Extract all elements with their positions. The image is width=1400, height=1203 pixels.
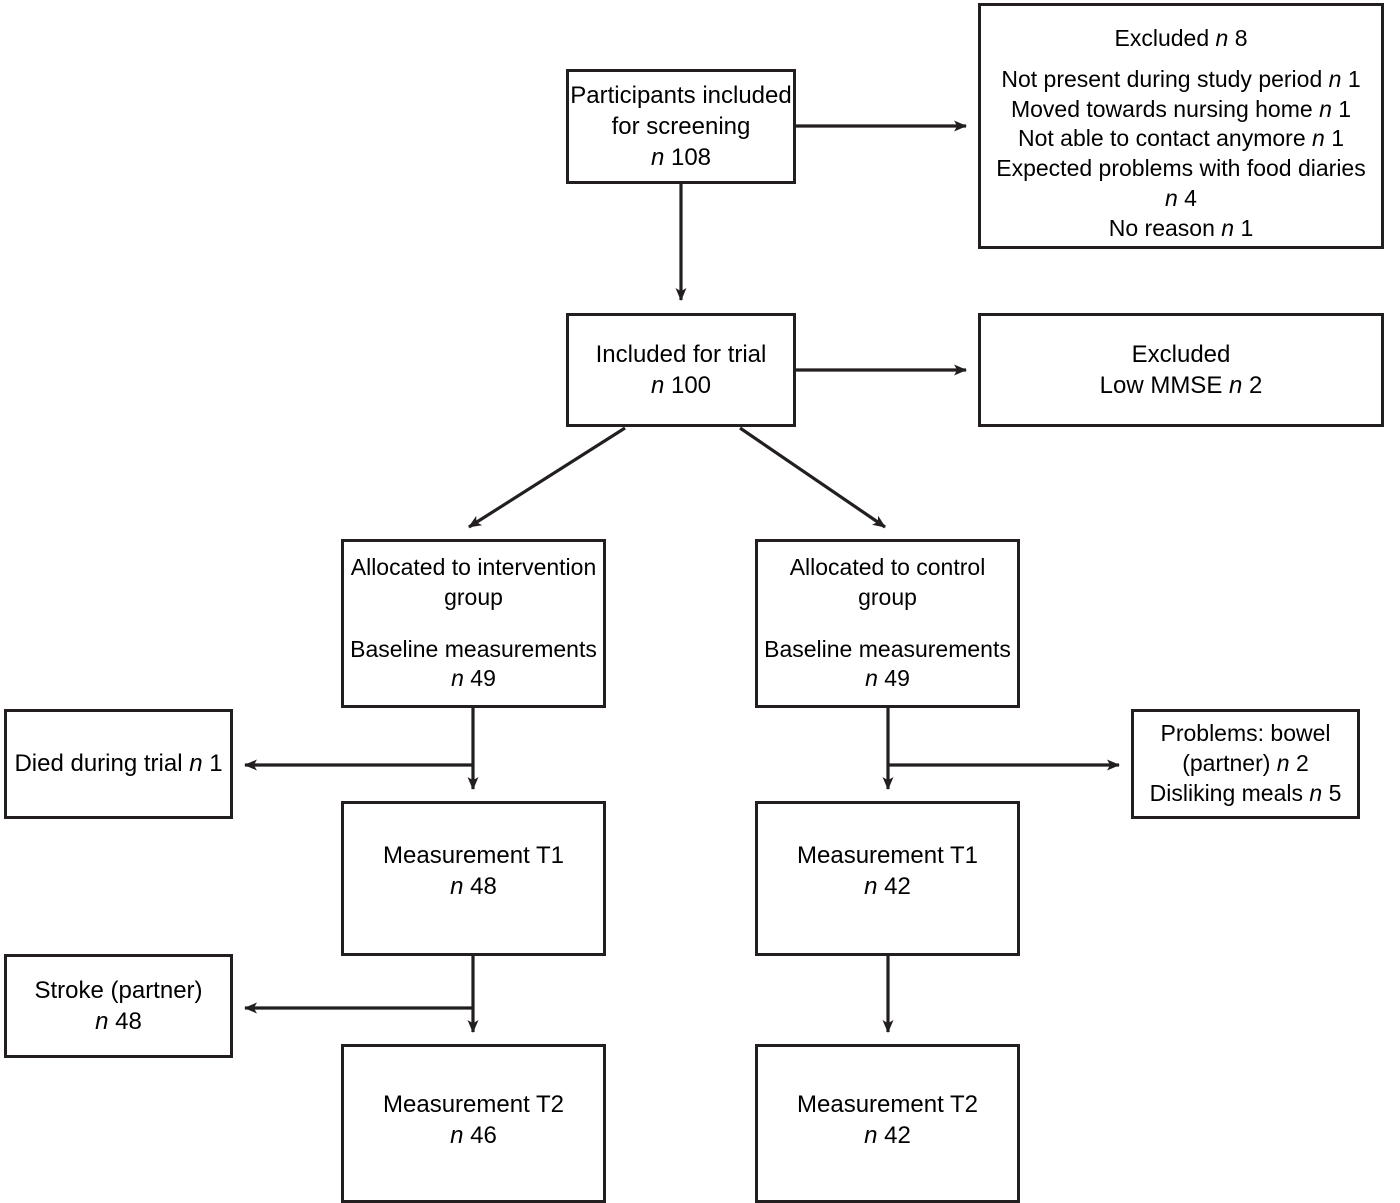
sample-size-symbol: n [451, 665, 464, 692]
node-line: Included for trial [595, 340, 767, 368]
node-line: n 48 [95, 1008, 142, 1035]
node-line: Stroke (partner) [34, 976, 203, 1004]
node-line: Not able to contact anymore n 1 [1017, 125, 1345, 152]
node-line: group [858, 583, 917, 610]
node-participants-screening: Participants included for screening n 108 [566, 69, 796, 184]
node-included-for-trial: Included for trial n 100 [566, 313, 796, 427]
node-line: Baseline measurements [350, 635, 597, 662]
sample-size-symbol: n [450, 873, 464, 901]
node-line: n 42 [864, 873, 911, 901]
node-line: n 108 [650, 144, 712, 172]
sample-size-symbol: n [1319, 95, 1332, 122]
node-stroke-partner: Stroke (partner) n 48 [4, 954, 233, 1058]
sample-size-symbol: n [1276, 750, 1290, 777]
node-line: Excluded [1131, 340, 1231, 368]
node-line: Measurement T2 [797, 1091, 978, 1118]
node-line: (partner) n 2 [1182, 750, 1309, 777]
node-line: n 4 [1165, 185, 1197, 212]
sample-size-symbol: n [1165, 185, 1178, 212]
node-measurement-t2-intervention: Measurement T2 n 46 [341, 1044, 606, 1203]
sample-size-symbol: n [1312, 125, 1325, 152]
node-line: Allocated to intervention [350, 553, 597, 580]
sample-size-symbol: n [1309, 779, 1323, 806]
sample-size-symbol: n [1229, 372, 1243, 399]
node-line: Low MMSE n 2 [1099, 372, 1263, 399]
node-line: Problems: bowel [1160, 720, 1331, 747]
node-line: group [444, 583, 503, 610]
node-measurement-t2-control: Measurement T2 n 42 [755, 1044, 1020, 1203]
node-line: Not present during study period n 1 [1001, 65, 1361, 92]
node-line: Allocated to control [789, 553, 986, 580]
node-line: No reason n 1 [1108, 215, 1254, 242]
node-line: n 100 [650, 372, 712, 399]
node-line: Baseline measurements [764, 635, 1011, 662]
sample-size-symbol: n [450, 1122, 464, 1150]
node-died-during-trial: Died during trial n 1 [4, 709, 233, 819]
node-line: Moved towards nursing home n 1 [1010, 95, 1352, 122]
node-line: Measurement T2 [383, 1091, 564, 1118]
sample-size-symbol: n [189, 750, 203, 778]
node-line: n 46 [450, 1122, 497, 1150]
node-line: Expected problems with food diaries [996, 155, 1366, 182]
node-measurement-t1-control: Measurement T1 n 42 [755, 801, 1020, 956]
node-line: Disliking meals n 5 [1149, 779, 1342, 806]
edge-included-to-intervention [468, 426, 626, 529]
sample-size-symbol: n [864, 873, 878, 901]
sample-size-symbol: n [1328, 65, 1342, 92]
node-line: n 49 [451, 665, 496, 692]
sample-size-symbol: n [864, 1122, 878, 1150]
node-measurement-t1-intervention: Measurement T1 n 48 [341, 801, 606, 956]
node-line: Participants included [570, 81, 792, 109]
node-line: Measurement T1 [383, 842, 564, 869]
node-excluded-screening: Excluded n 8 Not present during study per… [978, 3, 1384, 249]
node-line: n 42 [864, 1122, 911, 1150]
edge-included-to-control [739, 426, 886, 529]
node-line: n 48 [450, 873, 497, 901]
node-line: Measurement T1 [797, 842, 978, 869]
sample-size-symbol: n [650, 144, 665, 172]
node-line: for screening [611, 112, 751, 140]
sample-size-symbol: n [1215, 25, 1229, 51]
sample-size-symbol: n [95, 1008, 109, 1035]
sample-size-symbol: n [1221, 215, 1235, 242]
sample-size-symbol: n [865, 665, 878, 692]
sample-size-symbol: n [650, 372, 665, 399]
node-line: Excluded n 8 [1114, 25, 1248, 51]
node-line: Died during trial n 1 [14, 750, 223, 778]
node-line: n 49 [865, 665, 910, 692]
